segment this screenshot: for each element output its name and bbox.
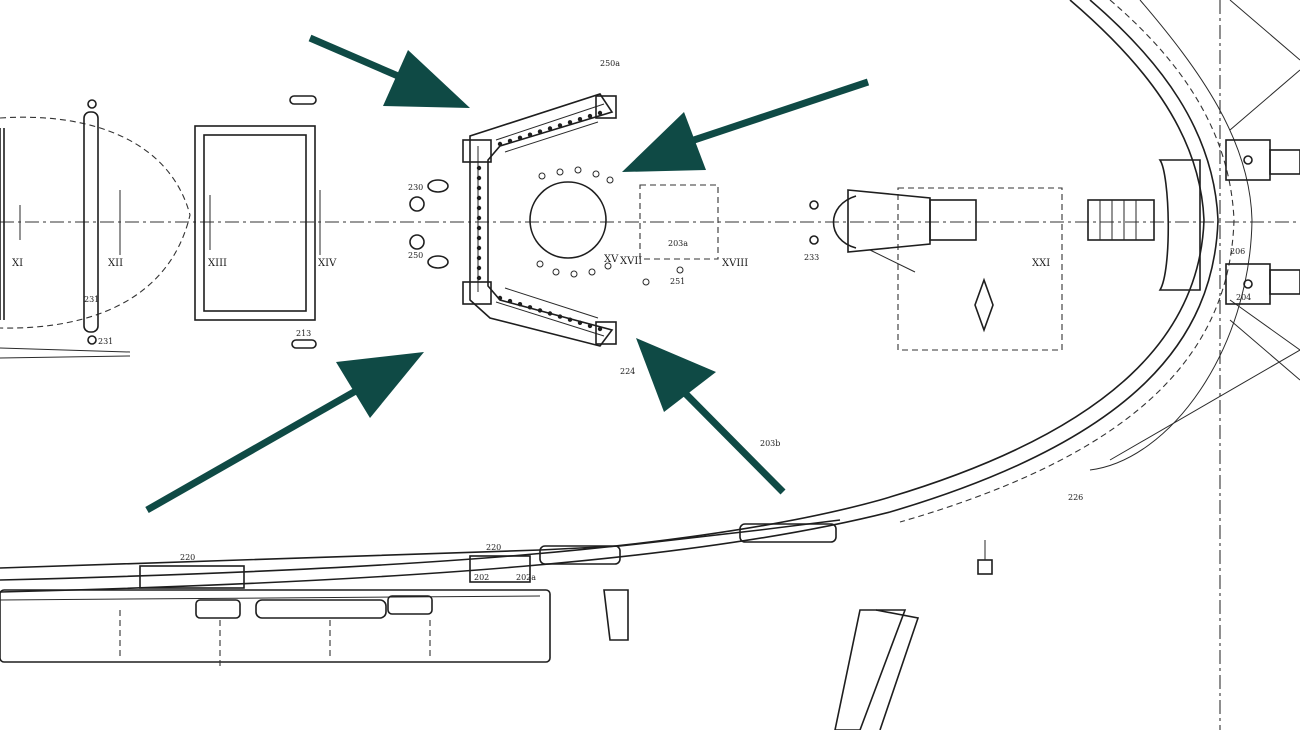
rail-stanchion bbox=[476, 235, 482, 241]
frame-label-xii: XII bbox=[108, 258, 123, 269]
rail-stanchion bbox=[517, 135, 523, 140]
fairleads-pair bbox=[409, 179, 449, 269]
part-label-250a: 250a bbox=[600, 59, 620, 68]
rail-stanchion bbox=[476, 255, 482, 261]
frame-label-xxi: XXI bbox=[1032, 258, 1050, 269]
rail-stanchion bbox=[547, 311, 553, 316]
frame-label-xi: XI bbox=[12, 258, 23, 269]
deck-fitting bbox=[536, 260, 544, 268]
rail-stanchion bbox=[476, 275, 482, 281]
deck-fitting bbox=[588, 268, 596, 276]
rail-stanchion bbox=[587, 113, 593, 119]
part-label-220: 220 bbox=[180, 553, 195, 562]
part-label-224: 224 bbox=[620, 367, 635, 376]
part-label-231a: 231 bbox=[84, 295, 99, 304]
arrow-bottom-right bbox=[636, 338, 786, 495]
arrow-top-left bbox=[308, 34, 470, 108]
deck-fitting bbox=[604, 262, 612, 270]
part-label-206: 206 bbox=[1230, 247, 1245, 256]
rail-stanchion bbox=[476, 245, 482, 251]
rail-stanchion bbox=[476, 165, 482, 171]
arrow-top-right bbox=[622, 78, 870, 172]
rail-stanchion bbox=[557, 123, 563, 128]
part-label-220b: 220 bbox=[486, 543, 501, 552]
rail-stanchion bbox=[587, 323, 593, 329]
rail-stanchion bbox=[567, 317, 573, 322]
part-label-213: 213 bbox=[296, 329, 311, 338]
rail-stanchion bbox=[476, 225, 482, 231]
rail-stanchion bbox=[476, 195, 482, 201]
rail-stanchion bbox=[476, 175, 482, 181]
frame-label-xvii: XVII bbox=[620, 256, 642, 267]
part-label-250: 250 bbox=[408, 251, 423, 260]
arrow-bottom-left bbox=[145, 352, 424, 514]
part-label-251: 251 bbox=[670, 277, 685, 286]
rail-stanchion bbox=[557, 314, 563, 319]
deck-fitting bbox=[642, 278, 650, 286]
rail-stanchion bbox=[476, 185, 482, 191]
part-label-203b: 203b bbox=[760, 439, 780, 448]
windlass-plate bbox=[639, 184, 719, 260]
deck-fitting bbox=[552, 268, 560, 276]
rail-stanchion bbox=[577, 320, 583, 325]
rail-stanchion bbox=[476, 215, 482, 221]
part-label-202: 202 bbox=[474, 573, 489, 582]
deck-fitting bbox=[574, 166, 582, 174]
rail-stanchion bbox=[537, 308, 543, 313]
rail-stanchions bbox=[476, 110, 603, 332]
part-label-226: 226 bbox=[1068, 493, 1083, 502]
frame-label-xiii: XIII bbox=[208, 258, 227, 269]
rail-stanchion bbox=[507, 138, 513, 144]
part-label-203a: 203a bbox=[668, 239, 688, 248]
deck-fitting bbox=[570, 270, 578, 278]
rail-stanchion bbox=[567, 120, 573, 125]
rail-stanchion bbox=[507, 298, 513, 304]
part-label-233: 233 bbox=[804, 253, 819, 262]
rail-stanchion bbox=[497, 141, 503, 147]
rail-stanchion bbox=[537, 129, 543, 134]
deck-fitting bbox=[538, 172, 546, 180]
rail-stanchion bbox=[597, 326, 603, 332]
deckhouse-outline-left bbox=[0, 99, 191, 359]
bulwark-strip bbox=[0, 519, 993, 730]
frame-label-xviii: XVIII bbox=[722, 258, 748, 269]
part-label-231b: 231 bbox=[98, 337, 113, 346]
part-label-204: 204 bbox=[1236, 293, 1251, 302]
rail-stanchion bbox=[527, 305, 533, 310]
rail-stanchion bbox=[497, 295, 503, 301]
frame-label-xv: XV bbox=[604, 254, 619, 265]
rail-stanchion bbox=[547, 126, 553, 131]
rail-stanchion bbox=[517, 302, 523, 307]
deck-fitting bbox=[556, 168, 564, 176]
deck-fittings bbox=[536, 166, 684, 286]
companion-ladder bbox=[1087, 199, 1155, 241]
cargo-hatch bbox=[194, 95, 321, 349]
rail-stanchion bbox=[597, 110, 603, 116]
bow-rail bbox=[462, 93, 617, 347]
deck-fitting bbox=[676, 266, 684, 274]
capstan bbox=[529, 181, 607, 259]
deck-fitting bbox=[606, 176, 614, 184]
frame-label-xiv: XIV bbox=[318, 258, 337, 269]
deck-fitting bbox=[592, 170, 600, 178]
rail-stanchion bbox=[577, 117, 583, 122]
part-label-230: 230 bbox=[408, 183, 423, 192]
rail-stanchion bbox=[476, 265, 482, 271]
hull-bow-lines bbox=[0, 0, 1300, 593]
forecastle-house bbox=[809, 187, 1063, 351]
rail-stanchion bbox=[527, 132, 533, 137]
part-label-202a: 202a bbox=[516, 573, 536, 582]
rail-stanchion bbox=[476, 205, 482, 211]
